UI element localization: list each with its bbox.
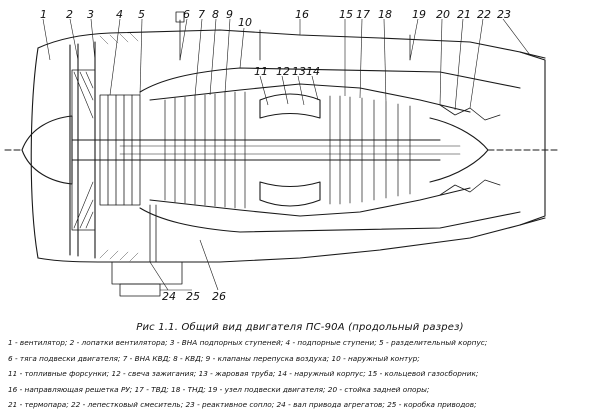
spinner-cone [21,115,73,185]
nacelle-outline-bottom [37,217,546,263]
figure-legend: 1 - вентилятор; 2 - лопатки вентилятора;… [8,335,594,413]
callout-13: 13 [292,65,306,78]
callout-4: 4 [116,8,123,21]
tail-cone [429,117,489,183]
callout-8: 8 [212,8,219,21]
callout-12: 12 [276,65,290,78]
callout-16: 16 [295,8,309,21]
legend-line: 1 - вентилятор; 2 - лопатки вентилятора;… [8,338,488,347]
callout-20: 20 [436,8,450,21]
callout-11: 11 [254,65,268,78]
nacelle-outline-top [37,29,546,59]
callout-17: 17 [356,8,370,21]
legend-line: 6 - тяга подвески двигателя; 7 - ВНА КВД… [8,353,420,363]
callout-1: 1 [40,8,47,21]
legend-line: 11 - топливные форсунки; 12 - свеча зажи… [8,369,479,378]
callout-10: 10 [238,16,252,29]
callout-7: 7 [198,8,205,21]
callout-5: 5 [138,8,145,21]
callout-15: 15 [339,8,353,21]
combustor-upper [259,93,321,119]
callout-3: 3 [87,8,94,21]
callout-19: 19 [412,8,426,21]
callout-21: 21 [457,8,471,21]
callout-9: 9 [226,8,233,21]
accessory-gearbox [111,204,183,297]
legend-line: 16 - направляющая решетка РУ; 17 - ТВД; … [8,384,430,394]
callout-6: 6 [183,8,190,21]
callout-18: 18 [378,8,392,21]
callout-24: 24 [162,290,176,303]
callout-25: 25 [186,290,200,303]
callout-14: 14 [306,65,320,78]
figure-caption: Рис 1.1. Общий вид двигателя ПС-90А (про… [136,322,464,333]
callout-23: 23 [497,8,511,21]
callout-22: 22 [477,8,491,21]
combustor-lower [259,181,321,207]
callout-26: 26 [212,290,226,303]
callout-2: 2 [66,8,73,21]
